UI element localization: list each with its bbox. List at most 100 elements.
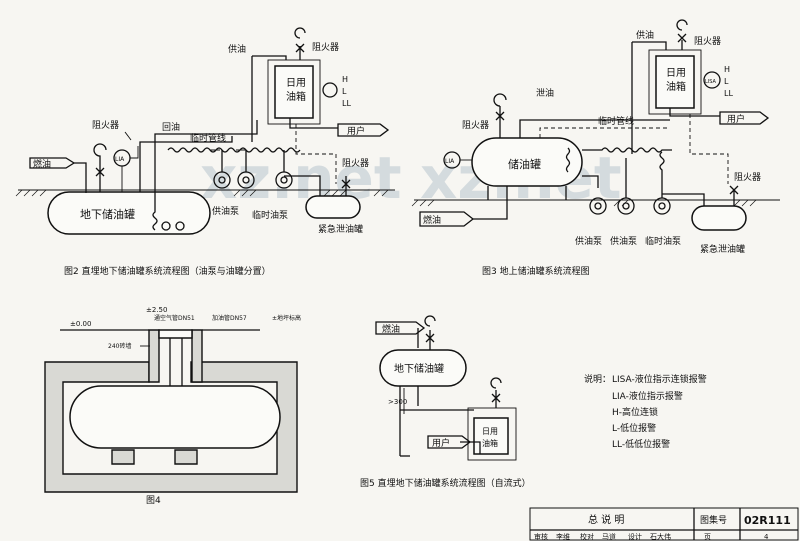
return-label: 回油 <box>162 121 180 133</box>
day-tank-label-3: 日用 <box>666 68 686 79</box>
user-arrow-5 <box>427 435 472 449</box>
underground-tank-5 <box>379 349 467 387</box>
note-4: L-低位报警 <box>612 422 656 434</box>
underground-tank-label-5: 地下储油罐 <box>394 362 444 375</box>
emergency-vent-3 <box>729 185 739 206</box>
emergency-drain <box>284 175 321 196</box>
elev-zero: ±0.00 <box>70 320 91 328</box>
emergency-tank-3 <box>691 205 747 231</box>
day-tank-vent-3 <box>677 33 687 50</box>
day-tank-5 <box>473 417 509 455</box>
fill-pipe-3 <box>473 186 508 220</box>
manhole-walls <box>148 329 203 383</box>
vent-cap-icon <box>93 143 107 162</box>
vent-valve <box>95 162 105 192</box>
tank-vent-cap-icon-5 <box>424 315 436 327</box>
title-block-frame <box>529 507 799 541</box>
temp-line <box>167 147 301 153</box>
watermark: xz.net <box>200 144 402 212</box>
note-1: LISA-液位指示连锁报警 <box>612 373 707 385</box>
pump-risers-3 <box>625 151 665 198</box>
note-2: LIA-液位指示报警 <box>612 390 683 402</box>
supply-pump-label-3b: 供油泵 <box>610 235 637 247</box>
day-tank-lia-icon <box>322 82 338 98</box>
tb-design: 设计 <box>628 532 642 541</box>
emergency-tank-label-3: 紧急泄油罐 <box>700 243 745 255</box>
suction-coil <box>152 192 158 231</box>
note-3: H-高位连锁 <box>612 406 658 418</box>
temp-pump-label: 临时油泵 <box>252 209 288 221</box>
vent-pipe-label: 通空气管DN51 <box>154 314 195 322</box>
fig5-caption: 图5 直埋地下储油罐系统流程图（自流式） <box>360 477 531 489</box>
user-label: 用户 <box>347 125 365 137</box>
supply-line-top <box>251 55 287 142</box>
underground-tank-label: 地下储油罐 <box>80 207 135 221</box>
manhole-pipes <box>169 338 183 390</box>
drain-line <box>519 119 670 138</box>
tb-reviewer: 李维 <box>556 532 570 541</box>
emergency-drain-3 <box>662 193 705 206</box>
temp-pump-label-3: 临时油泵 <box>645 235 681 247</box>
note-5: LL-低低位报警 <box>612 438 670 450</box>
supply-pump-label-3a: 供油泵 <box>575 235 602 247</box>
tb-check: 校对 <box>580 532 594 541</box>
flame-arrester-label-6: 阻火器 <box>734 172 761 183</box>
day-tank-vent-cap-icon-3 <box>676 19 688 31</box>
drain-label: 泄油 <box>536 87 554 99</box>
fig2-caption: 图2 直埋地下储油罐系统流程图（油泵与油罐分置） <box>64 265 271 277</box>
tb-checker: 马道 <box>602 532 616 541</box>
figure-4: ±0.00 ±2.50 通空气管DN51 加油管DN57 ±地坪标高 240砖墙… <box>44 306 301 506</box>
flame-arrester-label-4: 阻火器 <box>462 120 489 131</box>
temp-line-label-3: 临时管线 <box>598 115 634 127</box>
notes-title: 说明： <box>584 373 611 385</box>
height-label: >300 <box>388 398 407 406</box>
fill-pipe <box>74 162 87 193</box>
day-tank-vent <box>295 43 305 60</box>
day-tank-vent-cap-icon-5 <box>490 377 502 389</box>
notes: 说明： LISA-液位指示连锁报警 LIA-液位指示报警 H-高位连锁 L-低位… <box>584 373 707 450</box>
lisa-gauge-icon <box>703 71 721 89</box>
user-arrow-3 <box>719 111 770 125</box>
lia-label: LIA <box>115 156 125 163</box>
figure-3: 储油罐 LIA 燃油 阻火器 泄油 临时管线 供油泵 供油泵 临 <box>411 19 780 277</box>
user-label-3: 用户 <box>727 113 745 125</box>
user-line <box>289 118 338 129</box>
fuel-in-arrow <box>29 157 76 169</box>
supply-pump-label: 供油泵 <box>212 205 239 217</box>
level-l: L <box>342 87 347 96</box>
flame-arrester-label-1: 阻火器 <box>92 120 119 131</box>
day-tank-frame-5 <box>467 407 517 461</box>
flame-arrester-label-5: 阻火器 <box>694 36 721 47</box>
tb-designer: 石大伟 <box>650 532 671 541</box>
title-block: 总 说 明 图集号 02R111 审核 李维 校对 马道 设计 石大伟 页 4 <box>529 507 799 541</box>
emergency-tank-label: 紧急泄油罐 <box>318 223 363 235</box>
tank-saddles <box>111 449 198 465</box>
day-tank-label-3b: 油箱 <box>666 80 686 93</box>
supply-riser <box>139 136 233 192</box>
flame-arrester-label-2: 阻火器 <box>312 42 339 53</box>
figure-2: 地下储油罐 燃油 LIA 回油 阻火器 临时管线 供油泵 <box>15 27 395 277</box>
atlas-number: 02R111 <box>744 514 791 527</box>
day-tank-frame <box>267 59 321 125</box>
tank-vent-5 <box>425 330 435 350</box>
pump-risers <box>221 150 285 172</box>
supply-label-3: 供油 <box>636 29 654 41</box>
lisa-label: LISA <box>705 79 717 85</box>
heater-coil <box>565 147 571 173</box>
day-tank-label-5: 日用 <box>482 427 498 436</box>
tank-vent-cap-icon <box>493 93 507 107</box>
ground-note: ±地坪标高 <box>272 314 301 322</box>
wall-label: 240砖墙 <box>108 342 131 350</box>
day-tank-label-2: 油箱 <box>286 90 306 103</box>
storage-tank <box>471 137 583 187</box>
day-tank-label: 日用 <box>286 78 306 89</box>
level-l-3: L <box>724 77 729 86</box>
emergency-vent <box>341 176 351 196</box>
user-arrow <box>337 123 390 137</box>
level-ll-3: LL <box>724 89 733 98</box>
leader <box>124 131 132 141</box>
return-dash-3 <box>539 127 670 138</box>
tank-supports <box>487 186 567 200</box>
